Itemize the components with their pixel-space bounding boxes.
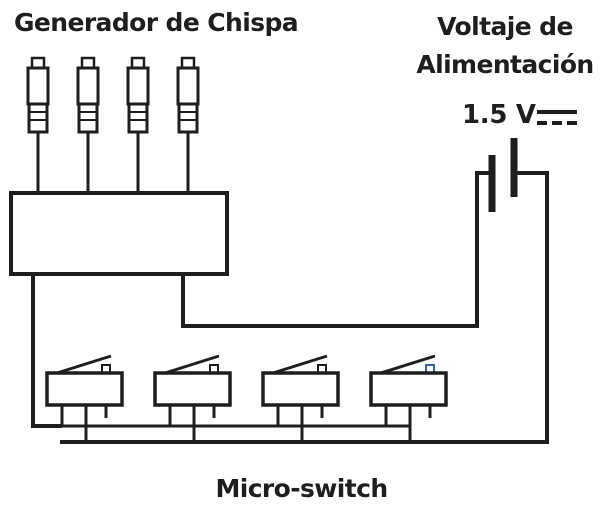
spark-generator-label: Generador de Chispa	[14, 8, 299, 37]
micro-switch-3	[261, 354, 340, 442]
dc-voltage-icon	[537, 110, 577, 125]
supply-voltage-label: Voltaje de Alimentación	[407, 8, 603, 84]
supply-voltage-line2: Alimentación	[416, 50, 594, 79]
spark-plug-2	[76, 56, 100, 193]
spark-plug-1	[26, 56, 50, 193]
micro-switch-label: Micro-switch	[215, 474, 388, 503]
battery-symbol	[488, 138, 518, 212]
wire-generator-to-switches	[31, 274, 62, 428]
supply-voltage-line1: Voltaje de	[437, 12, 573, 41]
wire-generator-to-battery	[181, 171, 490, 328]
micro-switch-2	[153, 354, 232, 442]
spark-generator-box	[9, 191, 229, 276]
micro-switch-1	[45, 354, 124, 442]
spark-plug-4	[176, 56, 200, 193]
spark-plug-3	[126, 56, 150, 193]
voltage-value: 1.5 V	[462, 100, 536, 130]
micro-switch-4	[369, 354, 448, 442]
